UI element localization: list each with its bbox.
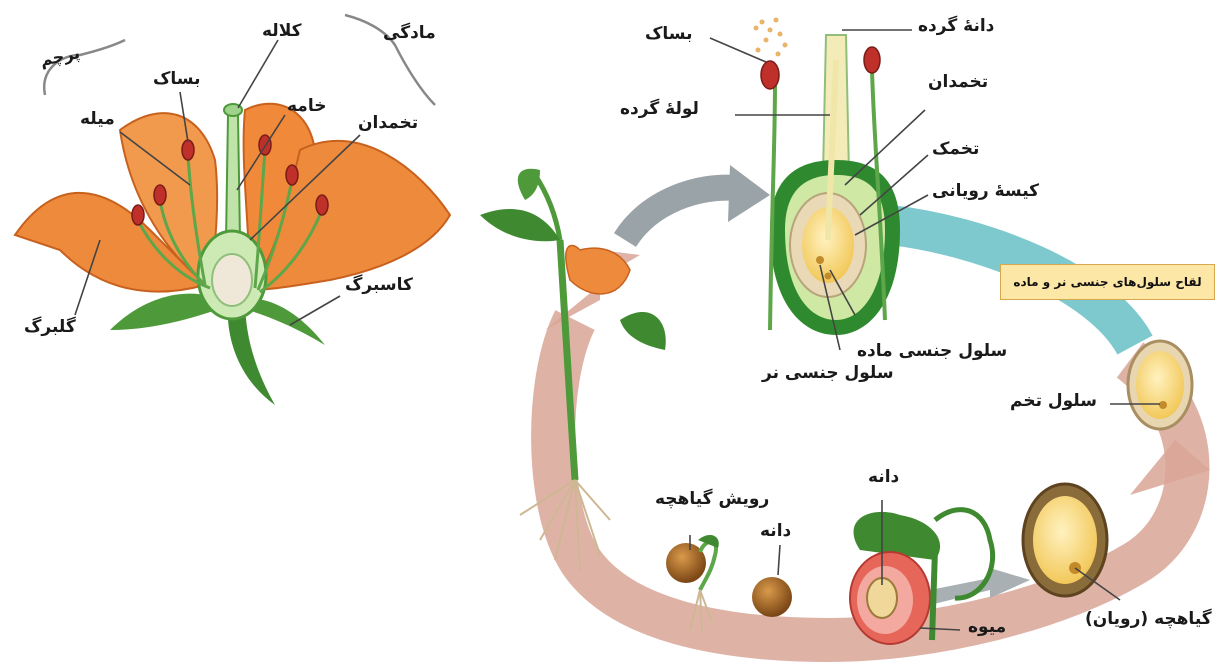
- label-pollen-grain: دانهٔ گرده: [918, 17, 994, 36]
- label-pistil-group: مادگی: [383, 24, 436, 43]
- fertilization-banner: لقاح سلول‌های جنسی نر و ماده: [1000, 264, 1215, 300]
- label-zygote: سلول تخم: [1010, 392, 1097, 411]
- label-embryo: گیاهچه (رویان): [1085, 610, 1212, 629]
- label-style: خامه: [287, 97, 326, 116]
- label-male-cell: سلول جنسی نر: [762, 364, 894, 383]
- flower-cross-section: [15, 15, 450, 405]
- label-petal: گلبرگ: [24, 318, 76, 337]
- label-embryo-sac: کیسهٔ رویانی: [932, 182, 1039, 201]
- label-pollen-tube: لولهٔ گرده: [620, 100, 699, 119]
- label-ovule: تخمک: [932, 140, 979, 159]
- label-female-cell: سلول جنسی ماده: [857, 342, 1007, 361]
- label-detail-anther: بساک: [645, 25, 692, 44]
- label-seed: دانه: [760, 522, 791, 541]
- label-detail-ovary: تخمدان: [928, 73, 988, 92]
- label-filament: میله: [80, 110, 115, 129]
- label-sepal: کاسبرگ: [345, 276, 413, 295]
- label-seed-in-fruit: دانه: [868, 468, 899, 487]
- pistil-detail: [754, 18, 901, 336]
- label-anther: بساک: [153, 70, 200, 89]
- label-stigma: کلاله: [262, 22, 302, 41]
- label-fruit: میوه: [968, 618, 1006, 637]
- label-ovary: تخمدان: [358, 114, 418, 133]
- label-germination: رویش گیاهچه: [655, 490, 769, 509]
- zygote: [1110, 341, 1192, 429]
